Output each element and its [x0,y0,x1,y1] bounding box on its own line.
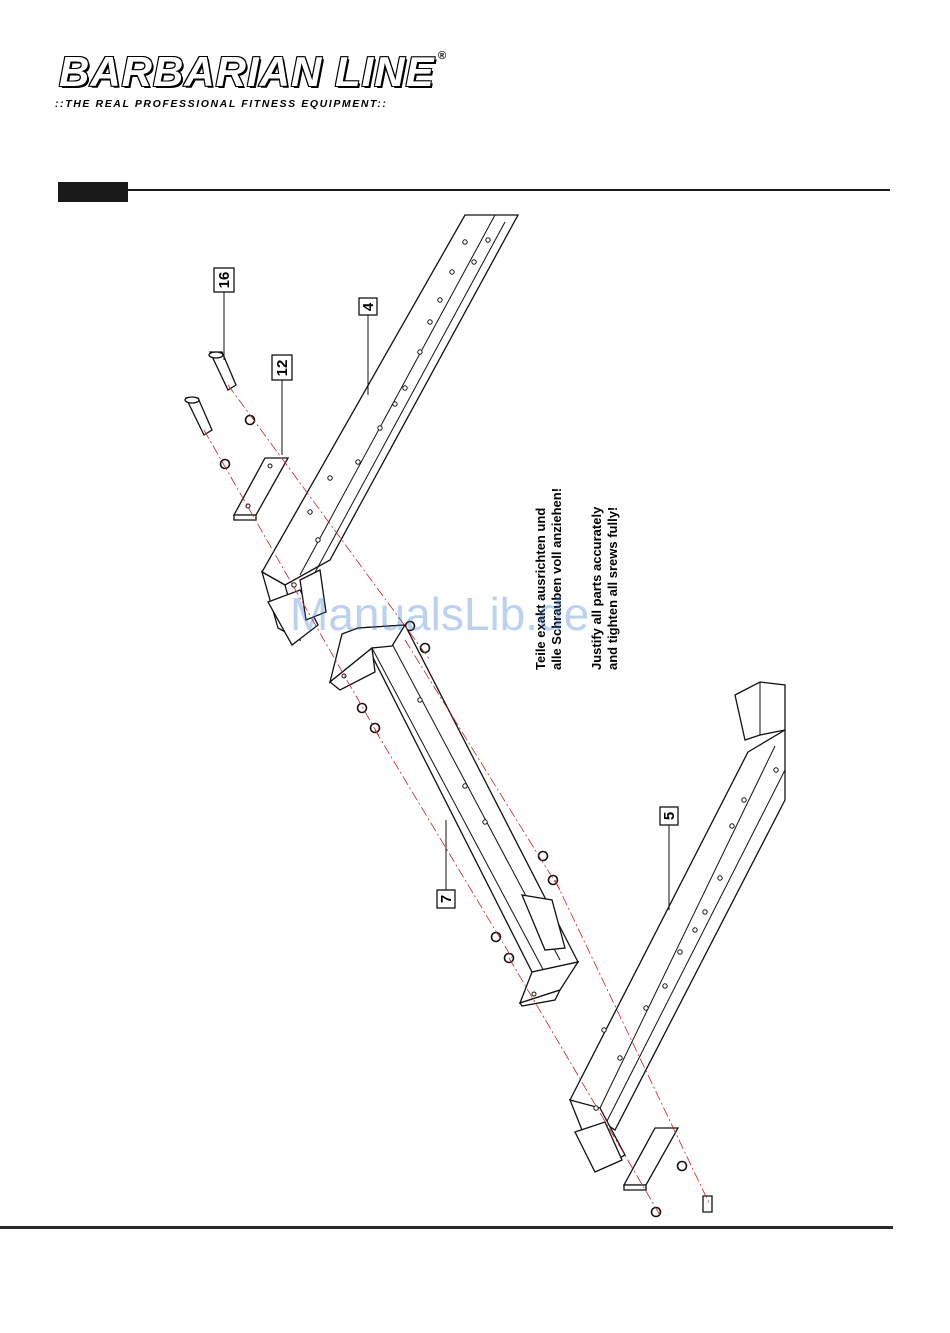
clamp-plate [234,458,288,520]
callout-plate: 12 [272,355,292,380]
svg-text:16: 16 [216,272,233,289]
cross-tube [330,625,578,1006]
callout-cross-tube: 7 [437,890,455,908]
svg-text:5: 5 [661,812,678,820]
callout-bolt: 16 [214,268,234,292]
svg-text:alle Schrauben voll anziehen!: alle Schrauben voll anziehen! [549,488,564,670]
callout-upper-rail: 4 [359,298,377,315]
leg-tube [735,682,785,740]
assembly-note: Teile exakt ausrichten und alle Schraube… [533,488,620,670]
watermark: ManualsLib.de [290,588,589,640]
svg-text:7: 7 [438,895,455,903]
svg-text:Justify all parts accurately: Justify all parts accurately [589,506,604,670]
lower-clamp-plate [624,1128,712,1212]
bolt [185,352,236,435]
svg-text:and tighten all srews fully!: and tighten all srews fully! [605,507,620,670]
lower-rail [570,730,785,1172]
upper-rail [262,215,518,645]
footer-rule [0,1226,893,1229]
svg-text:4: 4 [360,302,377,311]
svg-text:12: 12 [274,360,291,377]
callout-lower-rail: 5 [660,807,678,825]
